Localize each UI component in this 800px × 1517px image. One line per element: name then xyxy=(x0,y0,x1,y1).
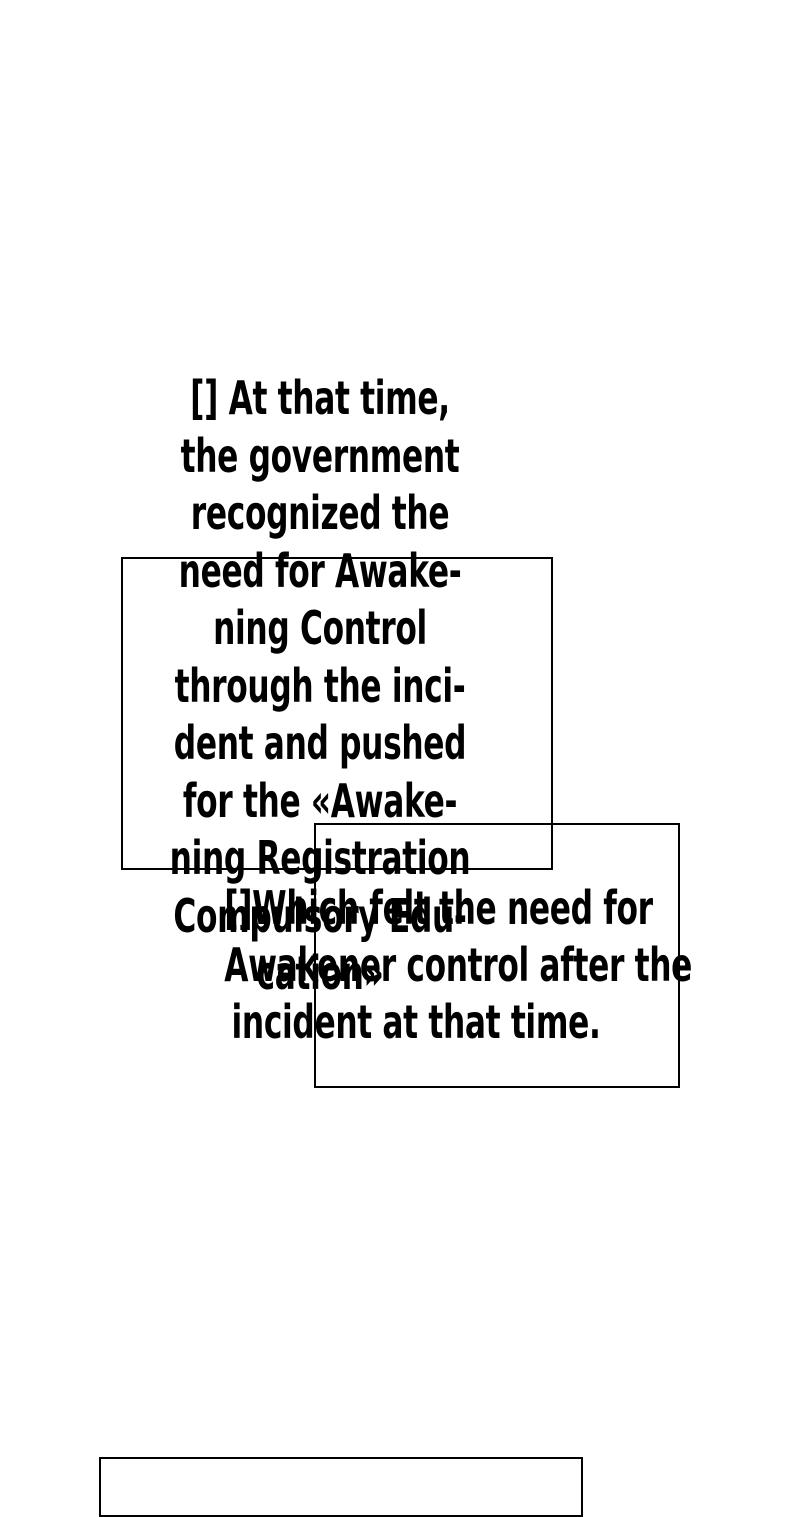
caption-lower: []Which felt the need for Awakener contr… xyxy=(224,880,693,1051)
caption-upper-line: for the «Awake- xyxy=(182,773,458,828)
caption-upper-line: ning Control xyxy=(213,601,427,655)
caption-lower-line: incident at that time. xyxy=(231,995,601,1049)
caption-upper-line: cation» xyxy=(256,946,384,1000)
panel-frame-lower xyxy=(314,823,680,1088)
caption-upper-line: the government xyxy=(180,428,460,483)
caption-upper-line: need for Awake- xyxy=(178,543,462,598)
caption-upper-line: Compulsory Edu- xyxy=(173,888,467,943)
caption-upper-line: through the inci- xyxy=(174,658,466,713)
caption-upper: [] At that time, the government recogniz… xyxy=(130,370,511,1003)
caption-upper-line: recognized the xyxy=(190,486,450,540)
caption-lower-line: Awakener control after the xyxy=(224,938,693,992)
caption-upper-line: dent and pushed xyxy=(173,716,467,770)
caption-upper-line: [] At that time, xyxy=(190,371,450,425)
panel-frame-upper xyxy=(121,557,553,870)
panel-frame-bottom xyxy=(99,1457,583,1517)
caption-upper-line: ning Registration xyxy=(169,831,471,885)
caption-lower-line: []Which felt the need for xyxy=(224,881,653,935)
